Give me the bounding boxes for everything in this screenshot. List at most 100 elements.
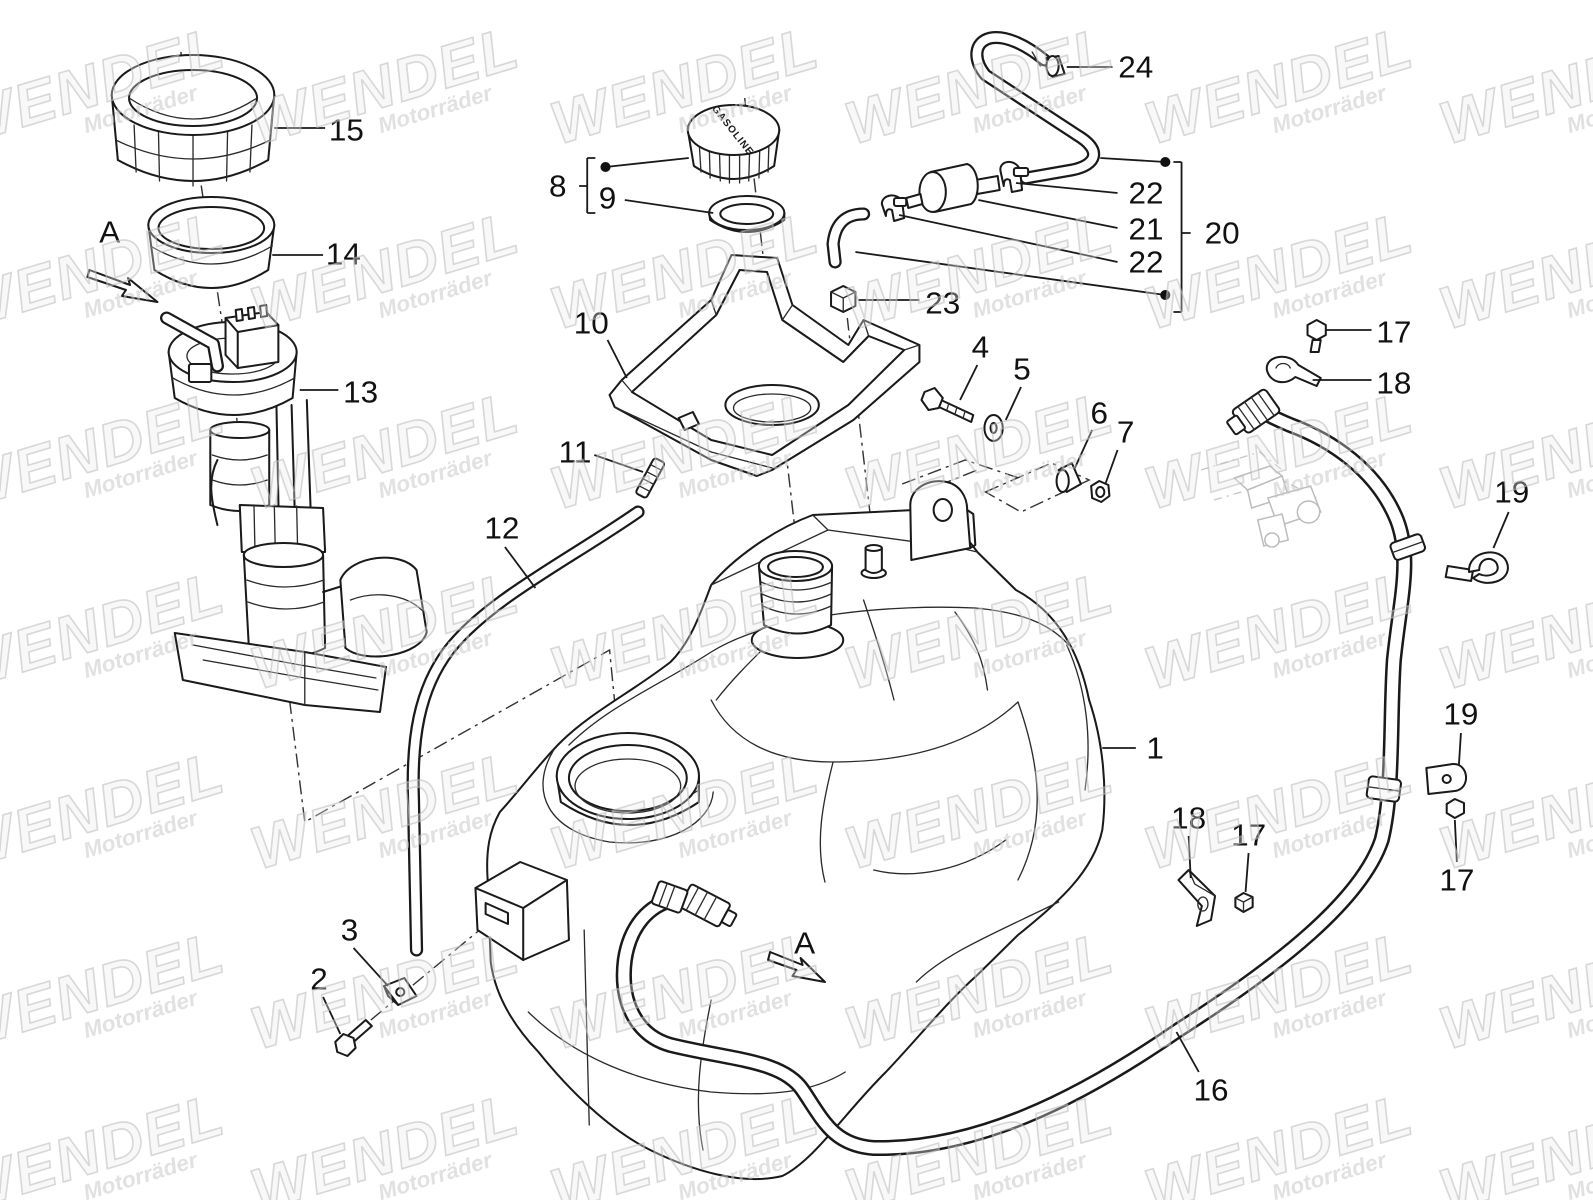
watermark-brand: WENDEL	[1431, 918, 1593, 1062]
front-bolt	[334, 1019, 373, 1057]
watermark-tagline: Motorräder	[969, 1147, 1090, 1200]
callout-label-7: 7	[1117, 415, 1135, 450]
watermark-brand: WENDEL	[1431, 198, 1593, 342]
hose-clip-bolt-upper	[1306, 319, 1327, 353]
nut	[1090, 480, 1111, 503]
callout-label-19: 19	[1494, 475, 1529, 510]
callout-label-14: 14	[326, 237, 361, 272]
callout-label-20: 20	[1205, 216, 1240, 251]
callout-label-17: 17	[1376, 315, 1411, 350]
callout-label-24: 24	[1118, 50, 1153, 85]
callout-label-9: 9	[599, 181, 617, 216]
callout-label-22b: 22	[1128, 245, 1163, 280]
watermark-tagline: Motorräder	[1269, 80, 1390, 138]
hose-clamp-upper	[999, 161, 1030, 193]
fuel-hose	[615, 388, 1427, 1157]
watermark-tagline: Motorräder	[375, 445, 496, 503]
callout-label-21: 21	[1128, 212, 1163, 247]
watermark-tagline: Motorräder	[969, 985, 1090, 1043]
watermark-brand: WENDEL	[1431, 13, 1593, 157]
callout-label-19b: 19	[1443, 697, 1478, 732]
leader-lines	[272, 66, 1510, 1073]
callout-label-16: 16	[1193, 1073, 1228, 1108]
callout-label-a-pump: A	[99, 215, 120, 250]
watermark-tagline: Motorräder	[80, 985, 201, 1043]
watermark-brand: WENDEL	[243, 1080, 527, 1200]
watermark-tagline: Motorräder	[1564, 625, 1593, 683]
callout-label-22: 22	[1128, 176, 1163, 211]
watermark-tagline: Motorräder	[375, 80, 496, 138]
breather-hose	[970, 30, 1101, 185]
breather-end-nut	[1045, 55, 1066, 78]
hose-clip-lower	[1177, 869, 1217, 927]
washer	[983, 414, 1004, 442]
watermark-brand: WENDEL	[837, 378, 1121, 522]
watermark-tagline: Motorräder	[1564, 445, 1593, 503]
callout-label-10: 10	[574, 306, 609, 341]
breather-elbow-hose	[826, 207, 871, 269]
callout-label-5: 5	[1013, 352, 1031, 387]
callout-label-12: 12	[484, 511, 519, 546]
watermark-tagline: Motorräder	[1564, 80, 1593, 138]
rubber-bush	[1055, 462, 1082, 493]
watermark-tagline: Motorräder	[1269, 265, 1390, 323]
reference-fitting-ghost	[1200, 451, 1322, 548]
watermark-tagline: Motorräder	[1269, 625, 1390, 683]
watermark-brand: WENDEL	[1137, 1080, 1421, 1200]
watermark-tagline: Motorräder	[1564, 985, 1593, 1043]
watermark-tagline: Motorräder	[80, 805, 201, 863]
watermark-tagline: Motorräder	[969, 265, 1090, 323]
watermark-tagline: Motorräder	[80, 445, 201, 503]
callout-label-18: 18	[1376, 366, 1411, 401]
hose-nut	[830, 285, 857, 313]
fuel-vapour-filter	[905, 163, 1001, 213]
callout-label-1: 1	[1146, 731, 1164, 766]
watermark-brand: WENDEL	[0, 1080, 232, 1200]
watermark-brand: WENDEL	[1137, 13, 1421, 157]
callout-label-3: 3	[341, 913, 359, 948]
callout-label-17b: 17	[1231, 818, 1266, 853]
pump-seal-ring	[147, 196, 276, 289]
watermark-tagline: Motorräder	[1269, 1147, 1390, 1200]
hose-clip-bolt-lower	[1234, 892, 1254, 913]
watermark-brand: WENDEL	[1431, 1080, 1593, 1200]
callout-label-8: 8	[549, 169, 567, 204]
p-clamp-lower	[1425, 762, 1468, 795]
ring-nut	[110, 54, 276, 187]
fuel-pump	[160, 304, 428, 713]
fuel-tank	[474, 480, 1106, 1180]
watermark-tagline: Motorräder	[80, 1147, 201, 1200]
view-arrow-a-tank	[767, 951, 826, 983]
watermark-brand: WENDEL	[1431, 558, 1593, 702]
watermark-brand: WENDEL	[543, 13, 827, 157]
fuel-cap: GASOLINE	[686, 104, 781, 184]
watermark-brand: WENDEL	[243, 738, 527, 882]
hose-clip-upper	[1265, 355, 1322, 387]
callout-label-a-tank: A	[794, 926, 815, 961]
watermark-brand: WENDEL	[243, 198, 527, 342]
callout-label-11: 11	[559, 435, 592, 470]
watermark-brand: WENDEL	[0, 918, 232, 1062]
hose-clamp-lower	[880, 194, 908, 222]
callout-label-4: 4	[972, 330, 990, 365]
watermark-tagline: Motorräder	[1269, 985, 1390, 1043]
view-arrow-a-pump	[86, 269, 159, 303]
callout-label-6: 6	[1090, 396, 1108, 431]
watermark-brand: WENDEL	[0, 738, 232, 882]
watermark-tagline: Motorräder	[375, 805, 496, 863]
